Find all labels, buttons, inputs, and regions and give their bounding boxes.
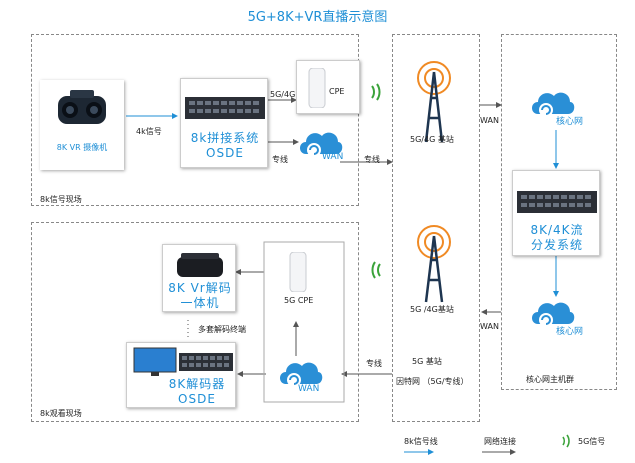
bottom-site-label: 8k观看现场 (40, 409, 82, 418)
core-top-label: 核心网 (556, 117, 584, 127)
link-dedicated-label: 专线 (272, 155, 288, 164)
top-wan-label: WAN (322, 152, 344, 162)
vr-headset-icon (177, 253, 223, 277)
core-cloud-icon-bottom (532, 302, 575, 327)
core-wan-bottom: WAN (480, 322, 499, 331)
core-bottom-label: 核心网 (556, 327, 584, 337)
decoder-label: 8K解码器 OSDE (157, 377, 237, 407)
decoder-label-line1: 8K解码器 (168, 377, 226, 391)
camera-card: 8K VR 摄像机 (40, 80, 124, 170)
base-top-label: 5G/4G 基站 (410, 135, 454, 144)
server-icon (185, 97, 265, 119)
monitor-icon (133, 347, 177, 376)
vr-camera-icon (58, 90, 106, 124)
top-site-label: 8k信号现场 (40, 195, 82, 204)
network-column-box (392, 34, 480, 422)
dist-label-line2: 分发系统 (530, 238, 583, 252)
legend-blue-arrow-icon (404, 449, 434, 455)
vr-label: 8K Vr解码 一体机 (163, 281, 237, 311)
stitch-system-label-line2: OSDE (206, 146, 244, 160)
cpe-bottom-icon (289, 252, 307, 292)
cpe-icon (308, 68, 326, 108)
link-5g4g-label: 5G/4G (270, 90, 296, 99)
signal-5g-icon-bottom (371, 261, 381, 279)
legend-5g-signal-icon (562, 434, 570, 448)
legend-5g-signal: 5G信号 (578, 437, 606, 446)
core-wan-top: WAN (480, 116, 499, 125)
decoder-label-line2: OSDE (178, 392, 216, 406)
page-title: 5G+8K+VR直播示意图 (247, 10, 388, 25)
internet-label-line1: 5G 基站 (412, 357, 442, 366)
decoder-card: 8K解码器 OSDE (126, 342, 236, 408)
legend: 8k信号线 网络连接 5G信号 (400, 428, 630, 458)
vr-label-line1: 8K Vr解码 (168, 281, 232, 295)
legend-network-line: 网络连接 (484, 437, 516, 446)
base-station-bottom-icon (417, 225, 451, 303)
top-site-box (31, 34, 359, 206)
legend-grey-arrow-icon (482, 449, 516, 455)
link-top-label: 专线 (364, 155, 380, 164)
dist-label-line1: 8K/4K流 (530, 223, 584, 237)
cluster-label: 核心网主机群 (526, 375, 574, 384)
dist-server-icon (517, 191, 597, 213)
distribution-system-card: 8K/4K流 分发系统 (512, 170, 600, 256)
base-station-top-icon (417, 61, 451, 143)
core-bottom: 核心网 (528, 294, 600, 338)
internet-label-line2: 因特网 （5G/专线） (396, 377, 469, 386)
bottom-cpe-label: 5G CPE (284, 296, 314, 305)
core-cluster-box (501, 34, 617, 390)
bottom-site-box (31, 222, 359, 422)
top-wan: WAN (296, 126, 344, 166)
bottom-cloud-icon (280, 362, 323, 387)
stitch-system-label: 8k拼接系统 OSDE (181, 131, 269, 161)
signal-label: 4k信号 (136, 127, 162, 136)
stitch-system-label-line1: 8k拼接系统 (190, 131, 260, 145)
stitch-system-card: 8k拼接系统 OSDE (180, 78, 268, 168)
base-bottom-label: 5G /4G基站 (410, 305, 454, 314)
dist-label: 8K/4K流 分发系统 (513, 223, 601, 253)
multi-decoder-label: 多套解码终端 (198, 325, 246, 334)
vr-headset-card: 8K Vr解码 一体机 (162, 244, 236, 312)
bottom-wan: WAN (276, 356, 340, 400)
core-top: 核心网 (528, 84, 600, 128)
cloud-icon (300, 132, 343, 157)
camera-label: 8K VR 摄像机 (56, 143, 108, 152)
cpe-label: CPE (329, 87, 345, 96)
link-bottom-label: 专线 (366, 359, 382, 368)
decoder-server-icon (179, 353, 233, 371)
bottom-wan-label: WAN (298, 384, 320, 394)
vr-label-line2: 一体机 (180, 296, 220, 310)
signal-5g-icon (371, 83, 381, 101)
core-cloud-icon-top (532, 92, 575, 117)
legend-signal-line: 8k信号线 (404, 437, 438, 446)
cpe-card: CPE (296, 60, 360, 114)
